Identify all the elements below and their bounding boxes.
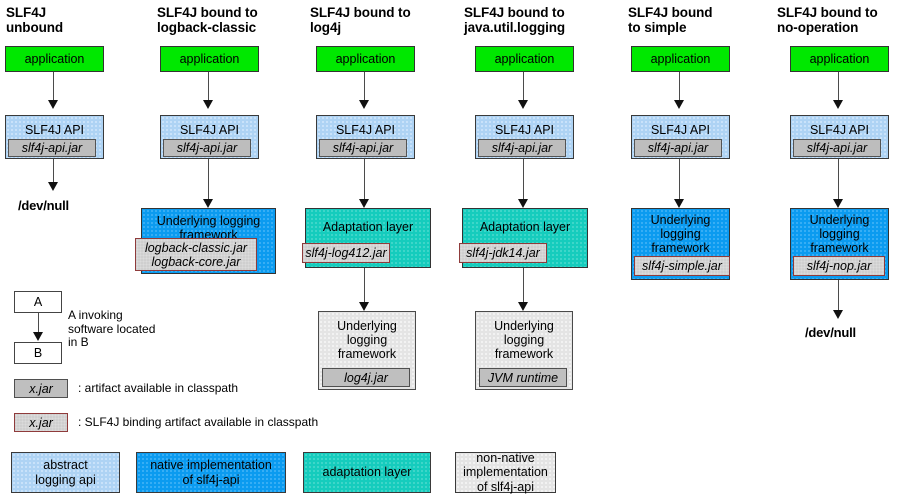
legend-swatch-adaptation: adaptation layer xyxy=(303,452,431,493)
node-label: Adaptation layer xyxy=(322,220,414,234)
arrow-line-api-to-impl-logback xyxy=(208,159,210,203)
jar-chip-slf4j-api-unbound: slf4j-api.jar xyxy=(8,139,96,157)
jar-chip-slf4j-log4j12-binding: slf4j-log412.jar xyxy=(302,243,390,263)
legend-swatch-label: adaptation layer xyxy=(322,465,412,480)
node-application-simple: application xyxy=(631,46,730,72)
jar-chip-log4j: log4j.jar xyxy=(322,368,410,387)
node-application-logback: application xyxy=(160,46,259,72)
jar-chip-slf4j-api-jul: slf4j-api.jar xyxy=(478,139,566,157)
jar-chip-slf4j-nop-binding: slf4j-nop.jar xyxy=(793,256,885,276)
arrow-head-api-to-devnull-unbound xyxy=(48,182,58,191)
node-label: SLF4J API xyxy=(335,123,396,137)
legend-swatch-label: native implementation of slf4j-api xyxy=(150,458,272,487)
column-title-logback: SLF4J bound to logback-classic xyxy=(157,5,258,35)
legend-chip-artifact: x.jar xyxy=(14,379,68,398)
legend-swatch-abstract-api: abstract logging api xyxy=(11,452,120,493)
legend-swatch-label: abstract logging api xyxy=(35,458,96,487)
node-label: application xyxy=(179,52,240,66)
arrow-head-app-to-api-unbound xyxy=(48,100,58,109)
node-label: SLF4J API xyxy=(24,123,85,137)
node-application-unbound: application xyxy=(5,46,104,72)
node-label: SLF4J API xyxy=(809,123,870,137)
column-title-jul: SLF4J bound to java.util.logging xyxy=(464,5,566,35)
legend-arrow-head xyxy=(33,332,43,341)
node-label: application xyxy=(335,52,396,66)
node-label: application xyxy=(650,52,711,66)
arrow-line-api-to-impl-simple xyxy=(679,159,681,203)
arrow-line-adaptation-to-impl-log4j xyxy=(364,268,366,306)
arrow-line-impl-to-devnull-nop xyxy=(838,280,840,312)
node-label: application xyxy=(494,52,555,66)
node-label: Underlying logging framework xyxy=(494,318,554,361)
arrow-line-app-to-api-unbound xyxy=(53,72,55,102)
terminal-devnull-nop: /dev/null xyxy=(805,325,856,340)
arrow-head-app-to-api-nop xyxy=(833,100,843,109)
arrow-head-app-to-api-log4j xyxy=(359,100,369,109)
arrow-line-api-to-adaptation-jul xyxy=(523,159,525,203)
legend-chip-binding: x.jar xyxy=(14,413,68,432)
terminal-devnull-unbound: /dev/null xyxy=(18,198,69,213)
arrow-line-adaptation-to-impl-jul xyxy=(523,268,525,306)
node-label: SLF4J API xyxy=(494,123,555,137)
legend-caption-binding: : SLF4J binding artifact available in cl… xyxy=(78,415,319,429)
jar-chip-jvm-runtime: JVM runtime xyxy=(479,368,567,387)
jar-chip-slf4j-api-logback: slf4j-api.jar xyxy=(163,139,251,157)
legend-swatch-nonnative-impl: non-native implementation of slf4j-api xyxy=(455,450,556,494)
arrow-line-app-to-api-jul xyxy=(523,72,525,102)
node-application-log4j: application xyxy=(316,46,415,72)
arrow-line-api-to-devnull-unbound xyxy=(53,159,55,184)
arrow-head-app-to-api-logback xyxy=(203,100,213,109)
arrow-line-api-to-adaptation-log4j xyxy=(364,159,366,203)
legend-swatch-label: non-native implementation of slf4j-api xyxy=(463,450,548,494)
node-application-nop: application xyxy=(790,46,889,72)
arrow-line-app-to-api-nop xyxy=(838,72,840,102)
column-title-log4j: SLF4J bound to log4j xyxy=(310,5,411,35)
jar-chip-slf4j-simple-binding: slf4j-simple.jar xyxy=(634,256,730,276)
arrow-head-api-to-impl-nop xyxy=(833,199,843,208)
arrow-head-adaptation-to-impl-jul xyxy=(518,302,528,311)
legend-swatch-native-impl: native implementation of slf4j-api xyxy=(136,452,286,493)
arrow-line-api-to-impl-nop xyxy=(838,159,840,203)
jar-chip-slf4j-api-nop: slf4j-api.jar xyxy=(793,139,881,157)
node-label: Underlying logging framework xyxy=(650,213,711,255)
arrow-head-app-to-api-jul xyxy=(518,100,528,109)
node-slf4j-api-unbound: SLF4J API xyxy=(5,115,104,159)
legend-box-a: A xyxy=(14,291,62,313)
node-label: SLF4J API xyxy=(179,123,240,137)
node-label: SLF4J API xyxy=(650,123,711,137)
node-label: Adaptation layer xyxy=(479,220,571,234)
arrow-head-api-to-adaptation-jul xyxy=(518,199,528,208)
arrow-line-app-to-api-log4j xyxy=(364,72,366,102)
node-label: Underlying logging framework xyxy=(809,213,870,255)
jar-chip-slf4j-jdk14-binding: slf4j-jdk14.jar xyxy=(459,243,547,263)
column-title-nop: SLF4J bound to no-operation xyxy=(777,5,878,35)
arrow-head-adaptation-to-impl-log4j xyxy=(359,302,369,311)
arrow-head-api-to-adaptation-log4j xyxy=(359,199,369,208)
column-title-unbound: SLF4J unbound xyxy=(6,5,64,35)
legend-arrow-caption: A invoking software located in B xyxy=(68,308,156,349)
node-application-jul: application xyxy=(475,46,574,72)
jar-chip-slf4j-api-log4j: slf4j-api.jar xyxy=(319,139,407,157)
node-label: Underlying logging framework xyxy=(337,318,397,361)
legend-caption-artifact: : artifact available in classpath xyxy=(78,381,239,395)
arrow-head-api-to-impl-simple xyxy=(674,199,684,208)
node-label: application xyxy=(809,52,870,66)
jar-chip-logback-binding: logback-classic.jar logback-core.jar xyxy=(135,238,257,271)
arrow-head-impl-to-devnull-nop xyxy=(833,310,843,319)
jar-chip-slf4j-api-simple: slf4j-api.jar xyxy=(634,139,722,157)
arrow-line-app-to-api-logback xyxy=(208,72,210,102)
column-title-simple: SLF4J bound to simple xyxy=(628,5,713,35)
arrow-line-app-to-api-simple xyxy=(679,72,681,102)
legend-arrow-line xyxy=(38,313,40,335)
legend-box-b: B xyxy=(14,342,62,364)
arrow-head-api-to-impl-logback xyxy=(203,199,213,208)
node-label: application xyxy=(24,52,85,66)
arrow-head-app-to-api-simple xyxy=(674,100,684,109)
